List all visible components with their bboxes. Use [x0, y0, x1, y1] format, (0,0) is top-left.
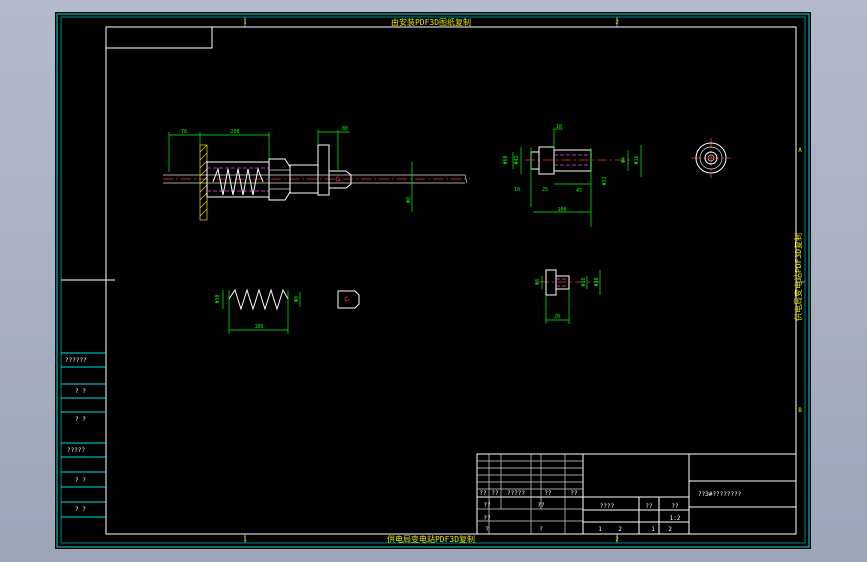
compression-spring [212, 167, 264, 196]
zone-number: 1 [243, 19, 247, 26]
dim-text: 78 [181, 129, 187, 135]
dim-text: 80 [342, 126, 348, 132]
dim-text: 10 [514, 187, 520, 193]
tb-cell: ? [539, 526, 543, 533]
zone-letter: A [798, 147, 802, 154]
zone-letter: B [798, 407, 802, 414]
drawing-canvas[interactable]: 1 2 1 2 A B 由安装PDF3D图纸复制 供电局变电站PDF3D复制 供… [55, 12, 811, 549]
tb-cell: ? [485, 526, 489, 533]
zone-number: 2 [615, 19, 619, 26]
dim-text: Φ4 [621, 157, 627, 163]
cap-body [337, 290, 360, 309]
dim-text: 105 [254, 324, 263, 330]
dim-text: 100 [557, 207, 566, 213]
drawing-title: ??3#???????? [698, 491, 742, 498]
tb-cell: ?? [671, 503, 679, 510]
dim-text: Φ42 [514, 155, 520, 164]
dim-text: Φ32 [602, 176, 608, 185]
spring-coil [228, 288, 289, 311]
wall-hatch [199, 144, 208, 217]
mid-circle [699, 146, 723, 170]
left-panel-text: ? ? [75, 506, 86, 513]
tb-cell: ????? [507, 490, 525, 497]
dim-text: Φ60 [503, 155, 509, 164]
cap-mark [344, 296, 350, 302]
left-panel-text: ? ? [75, 388, 86, 395]
inner-border [105, 26, 797, 535]
tb-cell: ?? [544, 490, 552, 497]
dim-text: 25 [542, 187, 548, 193]
inner-circle [704, 151, 718, 165]
bushing-flange [538, 146, 555, 175]
dim-text: Φ8 [294, 296, 300, 302]
tb-cell: ?? [483, 515, 491, 522]
dim-text: 45 [576, 188, 582, 194]
tb-cell: ?? [537, 502, 545, 509]
drawing-svg: 1 2 1 2 A B 由安装PDF3D图纸复制 供电局变电站PDF3D复制 供… [56, 13, 810, 548]
dim-text: Φ8 [406, 197, 412, 203]
zone-number: 2 [615, 536, 619, 543]
left-panel-text: ????? [67, 447, 85, 454]
pin-shank [555, 275, 570, 290]
title-block-frame [476, 453, 797, 535]
pin-head [545, 269, 557, 296]
left-panel-text: ? ? [75, 416, 86, 423]
tb-cell: ?? [491, 490, 499, 497]
hex-nut [268, 158, 291, 201]
dim-text: Φ30 [594, 277, 600, 286]
bore-circle [707, 154, 715, 162]
dim-text: Φ30 [215, 294, 221, 303]
outer-circle [695, 142, 727, 174]
tb-cell: 2 [668, 526, 672, 533]
tb-cell: ?? [479, 490, 487, 497]
title-block: ??3#???????? ?? ?? ????? ?? ?? ?? ?? ???… [476, 453, 797, 535]
rod-tip [464, 174, 468, 184]
tip-mark [335, 176, 341, 182]
zone-number: 1 [243, 536, 247, 543]
bushing-body [553, 149, 592, 172]
tb-cell: 1:2 [670, 515, 681, 522]
spring-housing [206, 161, 270, 198]
dim-text: Φ16 [634, 155, 640, 164]
top-left-box [105, 26, 213, 49]
tb-cell: 1 [598, 526, 602, 533]
tb-cell: ?? [570, 490, 578, 497]
dim-text: Φ16 [581, 277, 587, 286]
side-banner: 供电局变电站PDF3D复制 [793, 233, 803, 321]
tb-cell: ?? [645, 503, 653, 510]
left-panel-text: ?????? [65, 357, 87, 364]
dim-text: 20 [554, 314, 560, 320]
tip-cap [328, 170, 352, 189]
middle-border [60, 16, 806, 544]
top-banner: 由安装PDF3D图纸复制 [391, 17, 471, 27]
bushing-detail[interactable]: 10 Φ60 Φ42 Φ4 Φ16 Φ32 10 25 45 100 [503, 124, 642, 227]
collar [317, 144, 330, 196]
tb-cell: ?? [483, 502, 491, 509]
bushing-left-stub [530, 151, 540, 170]
tb-cell: ???? [600, 503, 615, 510]
outer-border [56, 13, 810, 548]
stepped-pin[interactable]: Φ8 Φ16 Φ30 20 [535, 269, 601, 324]
cap-detail[interactable] [337, 290, 360, 309]
spring-detail[interactable]: Φ30 Φ8 105 [215, 288, 301, 334]
bottom-banner: 供电局变电站PDF3D复制 [387, 534, 475, 544]
dim-text: 10 [556, 124, 562, 130]
left-panel-text: ? ? [75, 477, 86, 484]
dim-text: 208 [230, 129, 239, 135]
dim-text: Φ8 [535, 279, 541, 285]
tb-cell: 1 [651, 526, 655, 533]
tb-cell: 2 [618, 526, 622, 533]
end-view[interactable] [691, 138, 731, 178]
main-assembly[interactable]: 78 208 80 Φ8 [163, 126, 470, 221]
